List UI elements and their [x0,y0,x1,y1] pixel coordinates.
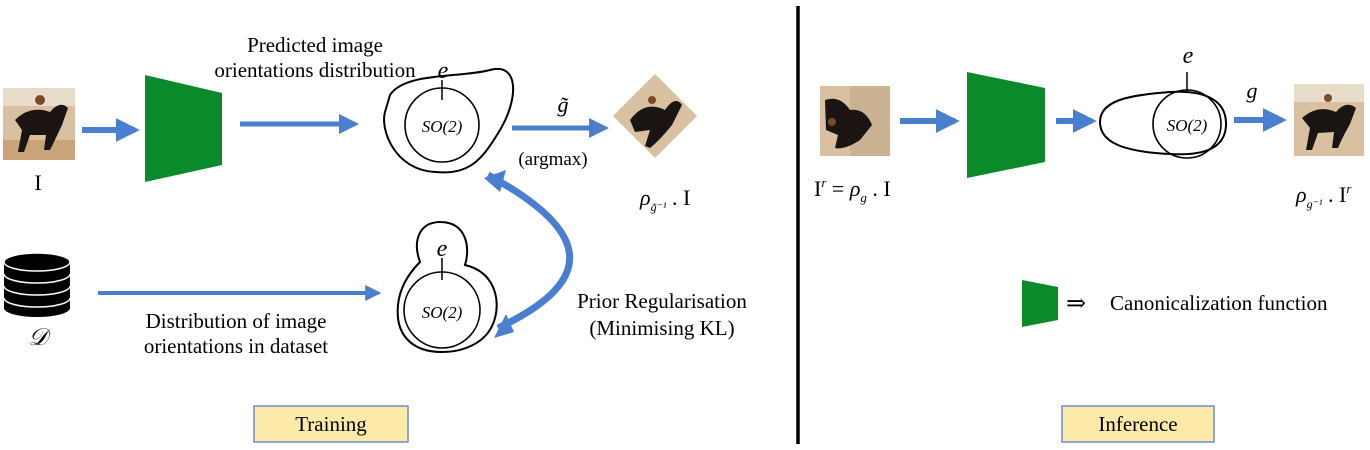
training-identity-label: e [438,58,449,84]
kl-arrowhead-bottom [494,314,514,338]
training-output-label: ρg̃⁻¹ . I [639,185,690,214]
inference-input-label: Ir = ρg . I [814,175,891,205]
kl-regularisation-arrow [486,171,574,332]
training-output-image [613,74,697,158]
legend-text: Canonicalization function [1110,291,1328,315]
dataset-label-line2: orientations in dataset [144,334,328,358]
dataset-icon [3,252,71,317]
argmax-symbol: g̃ [558,92,569,117]
training-section-label: Training [295,412,367,436]
inference-output-image [1294,84,1364,156]
prior-so2-label: SO(2) [422,303,463,322]
inference-g-symbol: g [1247,78,1258,103]
training-so2-label: SO(2) [422,117,463,136]
inference-so2-label: SO(2) [1167,116,1208,135]
inference-section-label: Inference [1098,412,1177,436]
inference-output-label: ρg⁻¹ . Ir [1295,181,1352,211]
predicted-distribution-label-line1: Predicted image [247,33,383,57]
predicted-distribution-shape [383,67,515,174]
training-canonicalization-network [145,75,222,182]
training-input-image [3,88,75,160]
training-input-label: I [34,170,41,195]
predicted-distribution-label-line2: orientations distribution [214,58,416,82]
prior-identity-label: e [437,236,448,262]
prior-distribution-shape [396,220,498,354]
prior-regularisation-line2: (Minimising KL) [589,316,734,340]
dataset-symbol: 𝒟 [28,325,52,351]
training-section-box [253,405,409,443]
inference-input-image [820,86,890,156]
kl-arrowhead-top [484,170,506,192]
prior-regularisation-line1: Prior Regularisation [577,289,747,313]
inference-identity-label: e [1183,43,1194,69]
inference-section-box [1061,405,1215,443]
argmax-text: (argmax) [518,149,587,170]
inference-distribution-shape [1098,90,1228,156]
inference-canonicalization-network [967,72,1045,178]
legend-implies-arrow: ⇒ [1066,291,1086,317]
legend-network-icon [1022,280,1058,327]
dataset-label-line1: Distribution of image [146,309,327,333]
